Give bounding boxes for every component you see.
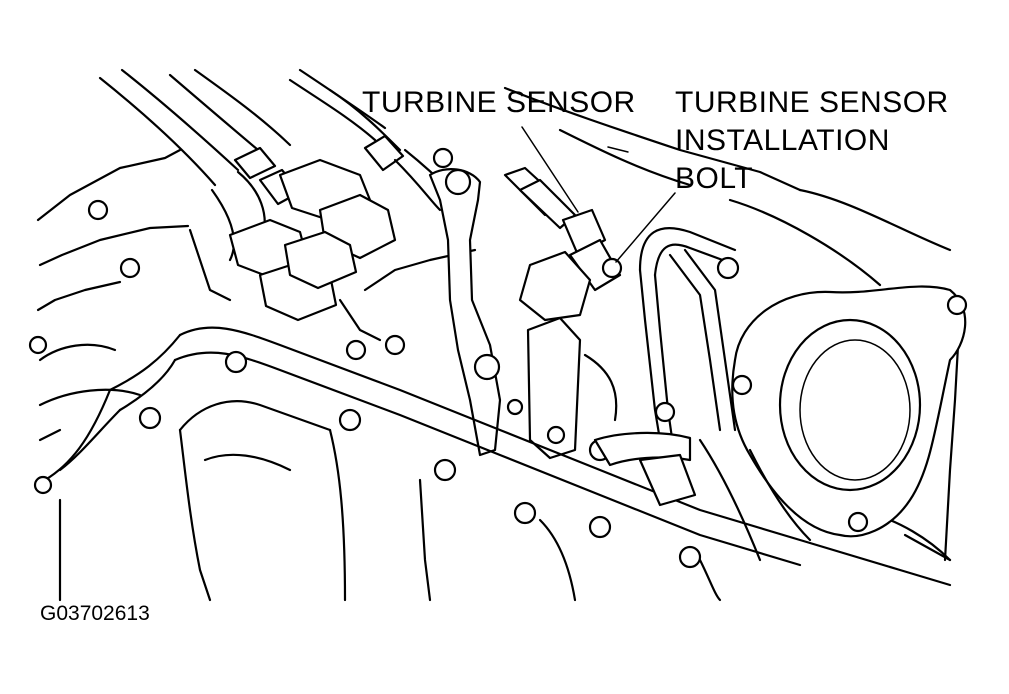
turbine-sensor [503,166,623,322]
exhaust-flange [731,285,968,538]
right-pipe-loop [638,227,740,442]
installation-bolt-label-line3: BOLT [675,162,753,195]
sensor-bracket-arm [428,147,618,460]
installation-bolt-label-line1: TURBINE SENSOR [675,86,949,119]
small-dash [607,146,629,153]
flange-bolts [28,199,702,569]
installation-bolt-label-line2: INSTALLATION [675,124,890,157]
installation-bolt-leader [615,192,676,263]
leader-lines [521,126,676,263]
connector-blocks [188,158,477,342]
oil-pan-body [58,400,722,602]
turbine-sensor-leader [521,126,579,213]
engine-block-outline [36,86,962,562]
turbine-sensor-label: TURBINE SENSOR [362,86,636,119]
figure-code: G03702613 [40,602,150,625]
lower-pipe [593,431,812,562]
